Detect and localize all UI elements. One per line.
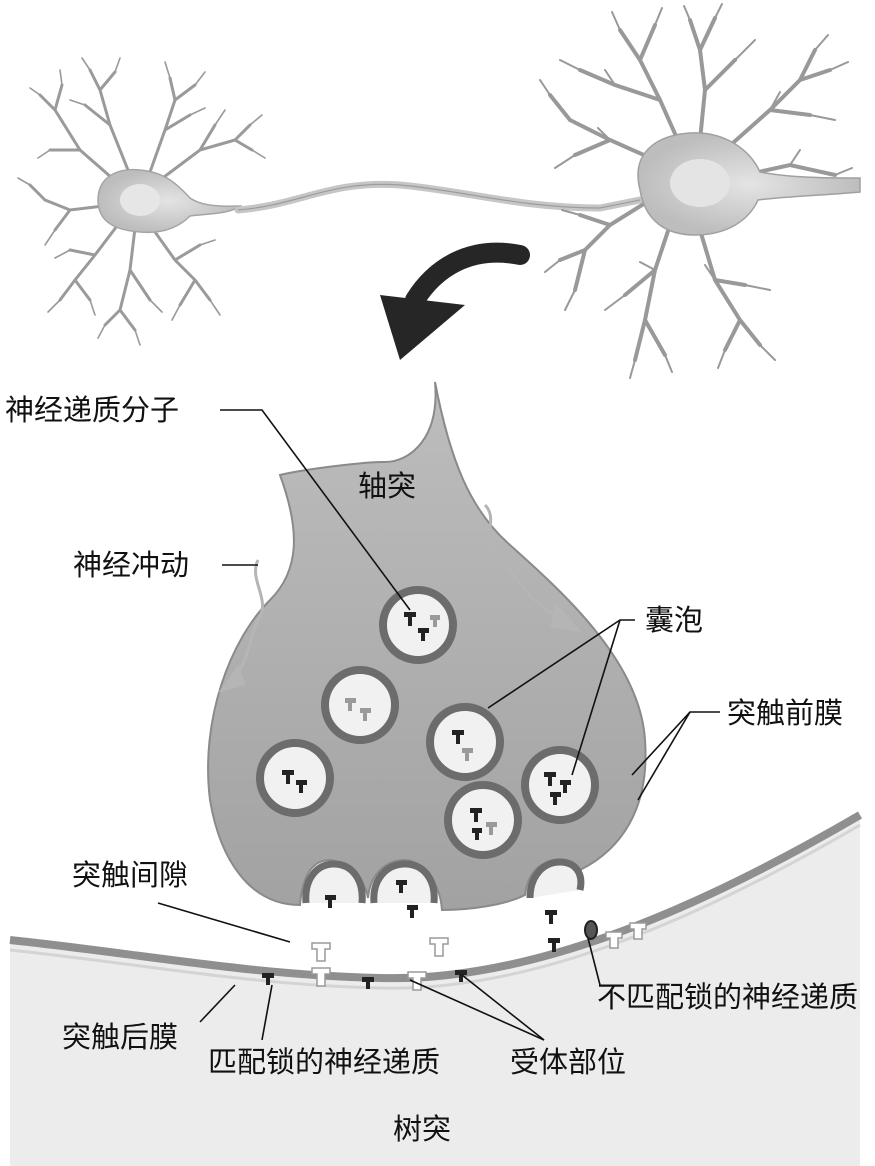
label-matched-neurotransmitter: 匹配锁的神经递质 — [208, 1045, 441, 1079]
label-neurotransmitter-molecule: 神经递质分子 — [5, 393, 180, 427]
nerve-impulse-wave — [218, 503, 582, 693]
right-neuron-soma — [637, 132, 861, 236]
label-axon: 轴突 — [358, 469, 417, 503]
label-vesicle: 囊泡 — [645, 603, 704, 637]
label-postsynaptic-membrane: 突触后膜 — [62, 1020, 179, 1054]
label-nerve-impulse: 神经冲动 — [73, 548, 190, 582]
vesicle — [379, 586, 457, 664]
vesicle — [321, 666, 399, 744]
axon-fiber — [234, 180, 644, 214]
left-neuron — [17, 57, 266, 346]
label-synaptic-cleft: 突触间隙 — [72, 858, 189, 892]
vesicle — [256, 739, 334, 817]
left-neuron-nucleus — [120, 184, 160, 216]
matched-transmitters — [262, 970, 467, 989]
label-presynaptic-membrane: 突触前膜 — [727, 696, 844, 730]
zoom-arrow-icon — [380, 242, 530, 360]
cleft-molecules — [545, 910, 598, 952]
postsynaptic-membrane-line — [9, 811, 863, 983]
label-dendrite: 树突 — [393, 1112, 452, 1146]
vesicle — [426, 703, 504, 781]
vesicle — [444, 781, 522, 859]
vesicle — [521, 746, 599, 824]
label-receptor-site: 受体部位 — [510, 1045, 627, 1079]
fusing-vesicles — [302, 858, 585, 918]
receptor-sites — [311, 922, 647, 991]
label-unmatched-neurotransmitter: 不匹配锁的神经递质 — [597, 980, 859, 1014]
leader-lines — [157, 409, 720, 1041]
vesicles — [256, 586, 599, 859]
right-neuron — [539, 3, 853, 379]
right-neuron-nucleus — [670, 159, 730, 207]
left-neuron-soma — [97, 168, 243, 234]
